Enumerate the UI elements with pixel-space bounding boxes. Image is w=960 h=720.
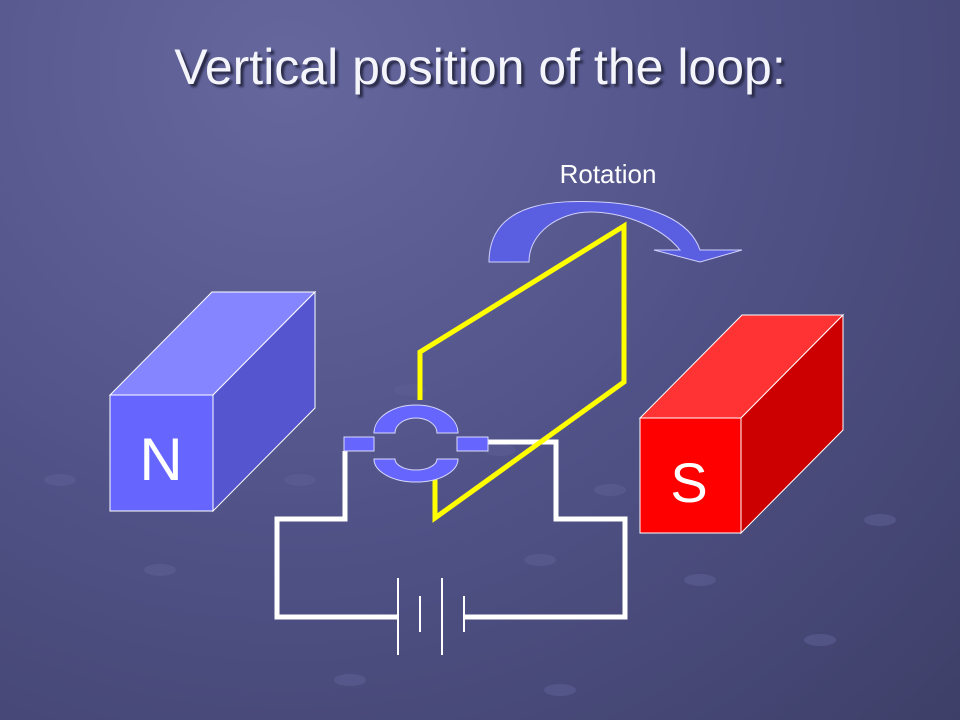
commutator: [343, 404, 489, 483]
rotation-arrow: [488, 200, 743, 263]
right-brush: [456, 436, 489, 452]
slide-title: Vertical position of the loop:: [174, 39, 786, 95]
background-dots: [44, 384, 896, 696]
left-brush: [343, 436, 375, 452]
wire-loop: [417, 221, 627, 523]
north-magnet: N: [108, 290, 317, 513]
battery: [397, 578, 465, 655]
south-label: S: [670, 451, 707, 514]
north-label: N: [139, 426, 182, 493]
rotation-label: Rotation: [560, 159, 657, 189]
south-magnet: S: [638, 313, 845, 535]
